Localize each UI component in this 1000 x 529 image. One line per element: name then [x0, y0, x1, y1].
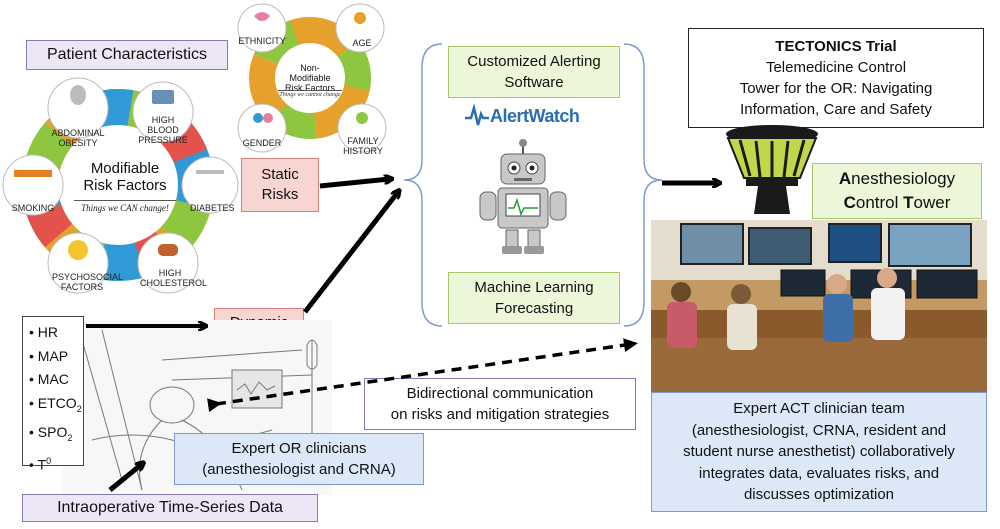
patient-characteristics-box: Patient Characteristics — [26, 40, 228, 70]
act-team-line2: (anesthesiologist, CRNA, resident and — [691, 421, 947, 439]
act-team-line4: integrates data, evaluates risks, and — [698, 464, 940, 482]
male-icon — [253, 113, 263, 123]
modifiable-subtitle: Things we CAN change! — [74, 200, 176, 213]
syringe-icon — [196, 170, 224, 174]
intraop-data-box: Intraoperative Time-Series Data — [22, 494, 318, 522]
non-modifiable-risk-factors-diagram — [237, 3, 387, 153]
act-team-box: Expert ACT clinician team (anesthesiolog… — [651, 392, 987, 512]
ml-line1: Machine Learning — [474, 279, 594, 296]
control-room-photo — [651, 220, 987, 392]
act-team-line5: discusses optimization — [743, 486, 895, 504]
cholesterol-label: HIGH CHOLESTEROL — [140, 268, 208, 288]
modifiable-title: Modifiable Risk Factors — [83, 160, 167, 194]
vital-map-label: MAP — [37, 347, 69, 364]
alertwatch-logo-text: AlertWatch — [490, 105, 580, 126]
vital-etco2-label: ETCO — [37, 394, 77, 411]
ml-forecasting-box: Machine Learning Forecasting — [448, 272, 620, 324]
gender-label: GENDER — [242, 138, 282, 148]
vital-map: • MAP — [29, 347, 69, 364]
vital-hr-label: HR — [37, 324, 59, 340]
act-box: Anesthesiology Control Tower — [812, 163, 982, 219]
family-icon — [356, 112, 368, 124]
bidirectional-line1: Bidirectional communication — [406, 385, 594, 402]
act-line1: Anesthesiology — [838, 169, 956, 188]
center-braces — [403, 43, 663, 327]
non-modifiable-title: Non-Modifiable Risk Factors — [284, 63, 335, 93]
expert-or-box: Expert OR clinicians (anesthesiologist a… — [174, 433, 424, 485]
burger-icon — [158, 244, 178, 256]
static-to-center-arrow — [319, 179, 390, 189]
ethnicity-label: ETHNICITY — [238, 36, 286, 46]
alerting-line2: Software — [504, 74, 564, 91]
act-line2: Control Tower — [843, 193, 951, 212]
vital-spo2-label: SPO — [37, 423, 68, 440]
vital-spo2: • SPO2 — [29, 423, 73, 443]
diabetes-label: DIABETES — [190, 203, 235, 213]
body-icon — [70, 85, 86, 105]
vital-temp: • T0 — [29, 456, 52, 473]
pulse-icon — [465, 103, 489, 126]
family-history-label: FAMILY HISTORY — [343, 136, 383, 156]
bidirectional-line2: on risks and mitigation strategies — [390, 406, 610, 423]
vital-mac-label: MAC — [37, 371, 69, 387]
static-risks-label: Static Risks — [261, 166, 299, 203]
non-modifiable-subtitle: Things we cannot change — [278, 90, 342, 98]
alertwatch-logo: AlertWatch — [464, 100, 584, 132]
psychosocial-label: PSYCHOSOCIAL FACTORS — [52, 272, 124, 292]
female-icon — [263, 113, 273, 123]
abdominal-obesity-petal — [47, 77, 109, 139]
alerting-line1: Customized Alerting — [467, 53, 601, 70]
bp-monitor-icon — [152, 90, 174, 104]
tectonics-line1: Telemedicine Control — [765, 59, 907, 76]
vitals-box: • HR • MAP • MAC • ETCO2 • SPO2 • T0 — [22, 316, 84, 473]
expert-or-line1: Expert OR clinicians — [231, 440, 367, 457]
smoking-label: SMOKING — [11, 203, 55, 213]
tectonics-line3: Information, Care and Safety — [740, 101, 932, 118]
act-team-line1: Expert ACT clinician team — [733, 400, 905, 418]
tectonics-line2: Tower for the OR: Navigating — [739, 80, 933, 97]
vital-mac: • MAC — [29, 371, 69, 387]
abdominal-obesity-label: ABDOMINAL OBESITY — [51, 128, 105, 148]
high-blood-pressure-petal — [132, 81, 194, 143]
high-blood-pressure-label: HIGH BLOOD PRESSURE — [138, 115, 188, 145]
control-tower-icon — [726, 125, 818, 214]
face-icon — [68, 240, 88, 260]
tectonics-title: TECTONICS Trial — [775, 38, 897, 55]
modifiable-risk-factors-diagram — [2, 77, 239, 294]
cholesterol-petal — [137, 232, 199, 294]
cigarette-icon — [14, 170, 52, 177]
age-label: AGE — [352, 38, 372, 48]
tectonics-box: TECTONICS Trial Telemedicine Control Tow… — [688, 28, 984, 128]
psychosocial-petal — [47, 232, 109, 294]
vital-hr: • HR — [29, 324, 59, 340]
vital-temp-label: T — [37, 456, 47, 473]
robot-icon — [479, 139, 567, 254]
static-risks-box: Static Risks — [241, 158, 319, 212]
people-icon — [354, 12, 366, 24]
vital-etco2: • ETCO2 — [29, 394, 82, 414]
alerting-software-box: Customized Alerting Software — [448, 46, 620, 98]
ml-line2: Forecasting — [494, 300, 574, 317]
bidirectional-box: Bidirectional communication on risks and… — [364, 378, 636, 430]
hands-icon — [254, 12, 270, 21]
expert-or-line2: (anesthesiologist and CRNA) — [202, 461, 396, 478]
act-team-line3: student nurse anesthetist) collaborative… — [683, 443, 955, 461]
